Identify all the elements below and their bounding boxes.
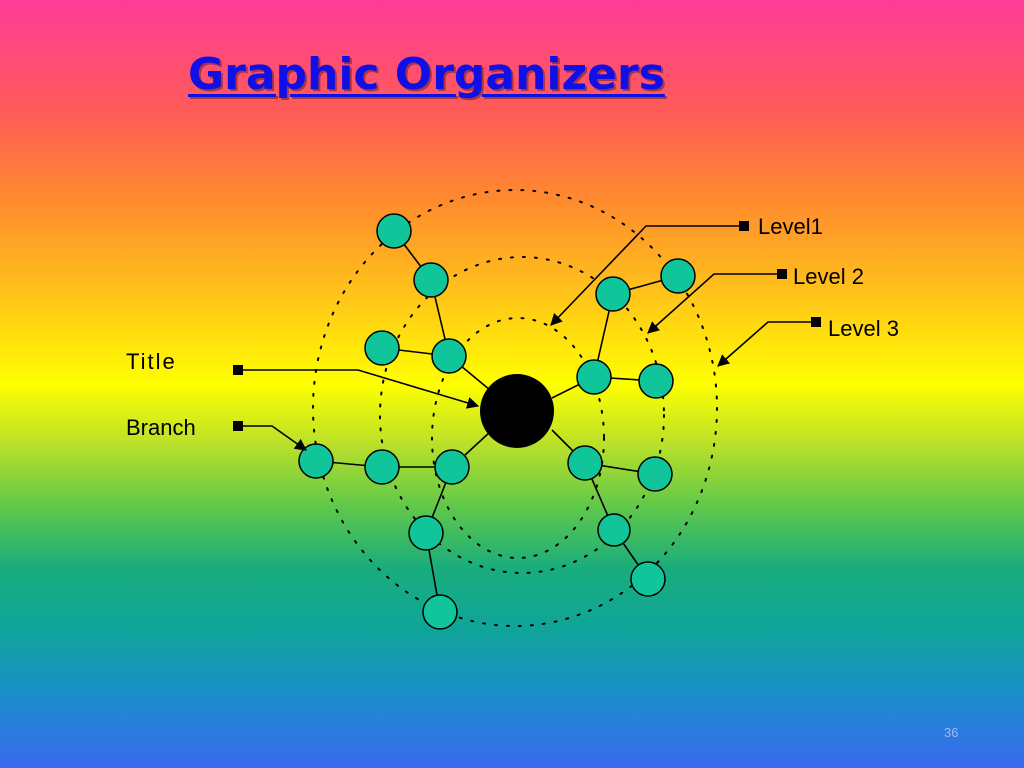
node-lower-right-middle <box>597 513 631 547</box>
level2-label: Level 2 <box>793 264 864 289</box>
level-2-ring <box>379 256 665 574</box>
node-upper-left-middle <box>413 262 449 298</box>
node-lower-left-outer <box>422 594 458 630</box>
slide-title: Graphic Organizers <box>188 49 665 100</box>
node-left-middle <box>364 449 400 485</box>
branch-nodes <box>298 213 696 630</box>
node-upper-left-inner <box>431 338 467 374</box>
slide-number: 36 <box>944 725 959 740</box>
title-pointer <box>238 369 480 409</box>
node-lower-left-middle <box>408 515 444 551</box>
level-1-ring <box>431 317 605 559</box>
node-right-inner <box>576 359 612 395</box>
level2-pointer <box>647 273 782 334</box>
branch-pointer <box>238 425 307 451</box>
node-upper-left-outer <box>376 213 412 249</box>
callout-dots <box>233 221 821 431</box>
callout-pointers <box>238 225 816 451</box>
node-upper-right-outer <box>660 258 696 294</box>
title-label: Title <box>126 349 177 374</box>
center-node <box>480 374 554 448</box>
level3-label: Level 3 <box>828 316 899 341</box>
level1-label: Level1 <box>758 214 823 239</box>
node-lower-right-side <box>637 456 673 492</box>
node-right-outer <box>638 363 674 399</box>
level1-pointer <box>550 225 744 326</box>
node-lower-left-inner <box>434 449 470 485</box>
branch-label: Branch <box>126 415 196 440</box>
level-rings <box>312 189 718 627</box>
node-upper-right-middle <box>595 276 631 312</box>
node-lower-right-outer <box>630 561 666 597</box>
node-left-side <box>364 330 400 366</box>
level3-pointer <box>717 321 816 367</box>
node-left-outer <box>298 443 334 479</box>
level-3-ring <box>312 189 718 627</box>
node-lower-right-inner <box>567 445 603 481</box>
